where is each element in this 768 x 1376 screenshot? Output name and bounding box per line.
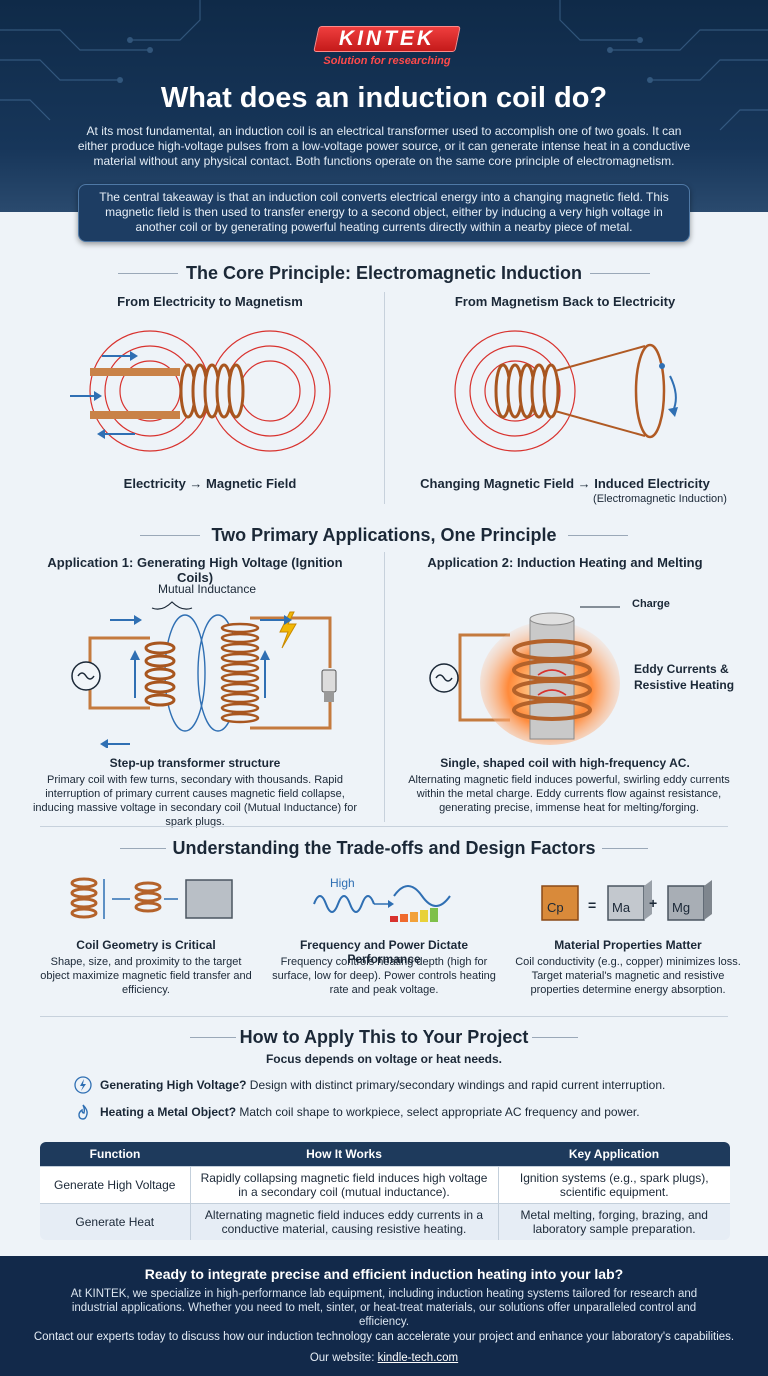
intro-text: At its most fundamental, an induction co… <box>77 124 691 168</box>
table-cell: Generate High Voltage <box>40 1165 190 1203</box>
apply-subtitle: Focus depends on voltage or heat needs. <box>265 1052 503 1066</box>
app2-caption: Single, shaped coil with high-frequency … <box>440 756 690 770</box>
takeaway-box: The central takeaway is that an inductio… <box>78 184 690 242</box>
table-cell: Rapidly collapsing magnetic field induce… <box>189 1165 498 1203</box>
core-right-caption: Changing Magnetic Field → Induced Electr… <box>420 476 710 491</box>
charge-label: Charge <box>632 598 670 610</box>
ignition-coil-illustration <box>71 601 337 748</box>
section-rule <box>118 273 178 274</box>
mutual-inductance-label: Mutual Inductance <box>157 582 257 596</box>
section-rule <box>590 273 650 274</box>
table-row: Generate Heat Alternating magnetic field… <box>40 1202 730 1240</box>
tradeoff-3-title: Material Properties Matter <box>554 938 702 952</box>
material-ma: Ma <box>612 900 631 915</box>
eddy-label-2: Resistive Heating <box>634 678 735 692</box>
summary-table: Function How It Works Key Application Ge… <box>40 1142 730 1240</box>
website-link[interactable]: kindle-tech.com <box>377 1352 459 1364</box>
induction-loop-illustration <box>454 330 678 452</box>
table-cell: Alternating magnetic field induces eddy … <box>189 1202 498 1240</box>
core-left-heading: From Electricity to Magnetism <box>117 294 303 309</box>
table-row: Generate High Voltage Rapidly collapsing… <box>40 1165 730 1203</box>
tradeoffs-section-title: Understanding the Trade-offs and Design … <box>172 838 596 858</box>
core-left-caption: Electricity → Magnetic Field <box>123 476 297 491</box>
material-plus: + <box>649 895 658 911</box>
apply-line-voltage: Generating High Voltage? Design with dis… <box>100 1078 666 1092</box>
table-header: How It Works <box>190 1142 498 1166</box>
core-right-heading: From Magnetism Back to Electricity <box>454 294 676 309</box>
table-cell: Generate Heat <box>40 1202 190 1240</box>
core-right-caption-sub: (Electromagnetic Induction) <box>593 493 727 505</box>
apps-section-title: Two Primary Applications, One Principle <box>211 525 557 545</box>
tradeoff-1-title: Coil Geometry is Critical <box>76 938 216 952</box>
footer-title: Ready to integrate precise and efficient… <box>144 1266 624 1282</box>
footer-body: At KINTEK, we specialize in high-perform… <box>70 1288 698 1328</box>
lightning-icon <box>74 1076 92 1094</box>
app1-description: Primary coil with few turns, secondary w… <box>32 774 358 828</box>
tradeoff-2-title: Frequency and Power Dictate Performance <box>299 938 469 966</box>
material-equals: = <box>588 897 597 913</box>
table-header: Key Application <box>498 1142 730 1166</box>
page-title: What does an induction coil do? <box>160 82 608 114</box>
app2-heading: Application 2: Induction Heating and Mel… <box>427 555 703 570</box>
apply-line-heat: Heating a Metal Object? Match coil shape… <box>100 1105 640 1119</box>
footer-cta: Ready to integrate precise and efficient… <box>0 1256 768 1376</box>
electromagnet-illustration <box>70 330 331 452</box>
app2-description: Alternating magnetic field induces power… <box>408 774 730 814</box>
coil-geometry-icon <box>70 877 233 919</box>
induction-heater-illustration <box>429 606 620 745</box>
header-banner: KINTEK Solution for researching What doe… <box>0 0 768 212</box>
footer-website: Our website: kindle-tech.com <box>309 1352 459 1364</box>
tradeoff-3-desc: Coil conductivity (e.g., copper) minimiz… <box>515 956 741 996</box>
tradeoff-2-desc: Frequency controls heating depth (high f… <box>272 956 496 996</box>
material-cp: Cp <box>547 900 564 915</box>
frequency-wave-icon <box>313 885 451 922</box>
table-cell: Ignition systems (e.g., spark plugs), sc… <box>497 1165 730 1203</box>
table-header: Function <box>40 1142 190 1166</box>
table-cell: Metal melting, forging, brazing, and lab… <box>497 1202 730 1240</box>
frequency-high-label: High <box>330 876 355 890</box>
tradeoff-1-desc: Shape, size, and proximity to the target… <box>40 956 252 996</box>
footer-contact: Contact our experts today to discuss how… <box>33 1331 735 1343</box>
circuit-pattern <box>0 0 768 131</box>
material-cubes-icon <box>541 880 712 921</box>
eddy-label: Eddy Currents & <box>634 662 729 676</box>
material-mg: Mg <box>672 900 691 915</box>
app1-heading: Application 1: Generating High Voltage (… <box>47 555 343 585</box>
flame-icon <box>78 1104 88 1120</box>
apply-section-title: How to Apply This to Your Project <box>239 1027 529 1047</box>
core-section-title: The Core Principle: Electromagnetic Indu… <box>185 263 583 283</box>
brand-logo-text: KINTEK <box>338 27 436 50</box>
app1-caption: Step-up transformer structure <box>109 756 281 770</box>
brand-tagline: Solution for researching <box>323 55 451 67</box>
